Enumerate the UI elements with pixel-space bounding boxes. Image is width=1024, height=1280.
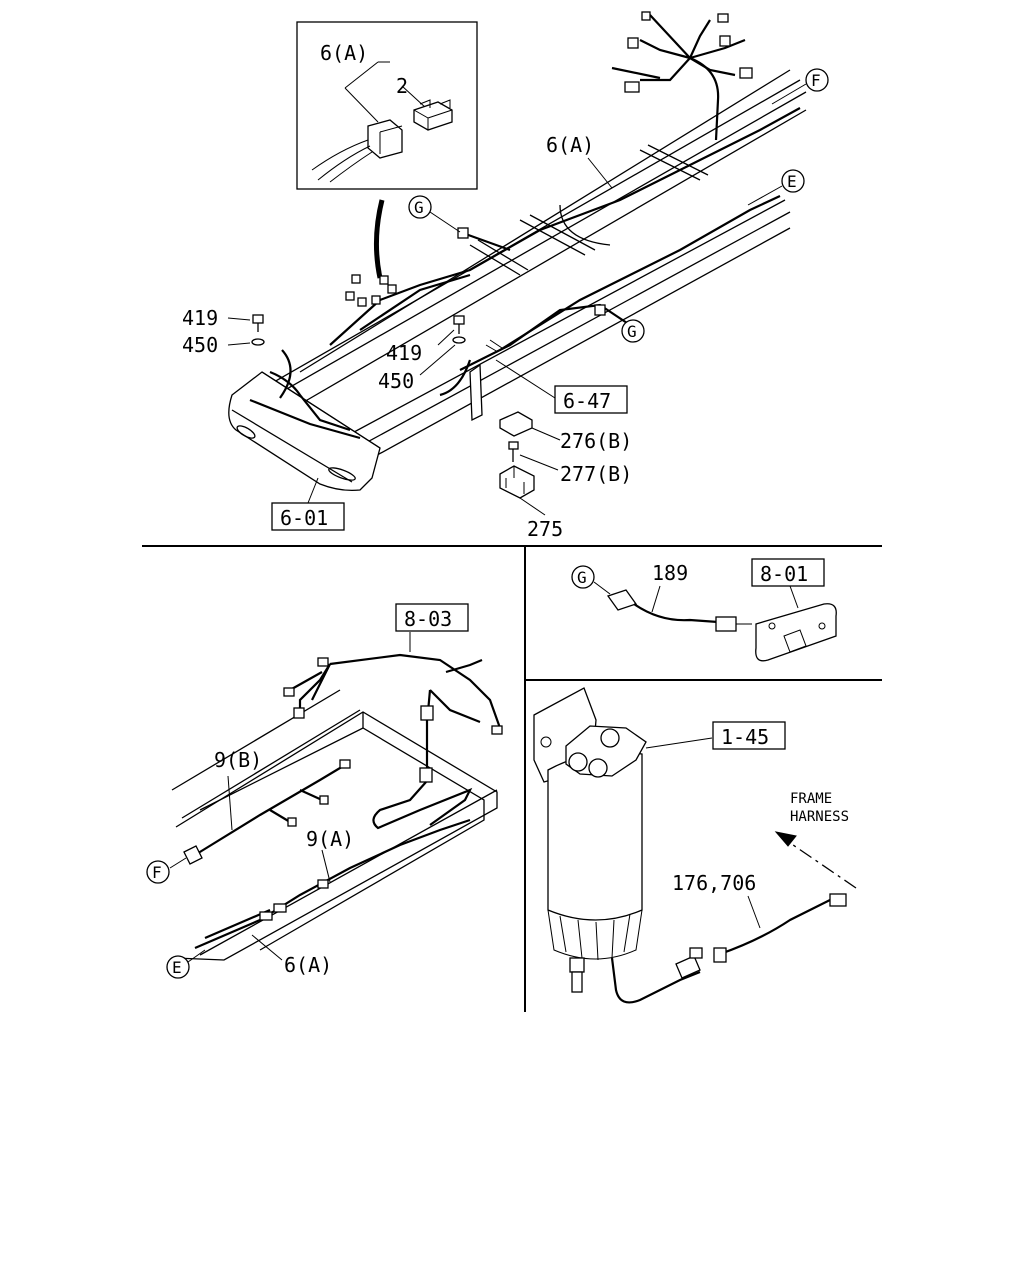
chassis-frame bbox=[259, 69, 807, 471]
ref-8-03: 8-03 bbox=[404, 607, 452, 631]
part-275-block bbox=[499, 465, 546, 516]
callout-circle-g-upper bbox=[408, 195, 432, 219]
callout-circle-e-bottom bbox=[166, 955, 190, 979]
label-9b: 9(B) bbox=[214, 748, 262, 772]
callout-f-bottom: F bbox=[152, 863, 162, 882]
harness-9b bbox=[183, 759, 351, 865]
ref-8-01: 8-01 bbox=[760, 562, 808, 586]
inset-pointer-arc bbox=[373, 199, 385, 279]
label-276b: 276(B) bbox=[560, 429, 632, 453]
inset-connector-drawing bbox=[311, 61, 453, 183]
label-189: 189 bbox=[652, 561, 688, 585]
label-419-left: 419 bbox=[182, 306, 218, 330]
callout-g-upper: G bbox=[414, 198, 424, 217]
label-450-left: 450 bbox=[182, 333, 218, 357]
callout-circle-f bbox=[805, 68, 829, 92]
label-176-706: 176,706 bbox=[672, 871, 756, 895]
callout-e: E bbox=[787, 172, 797, 191]
section-dividers bbox=[142, 545, 882, 1012]
label-9a: 9(A) bbox=[306, 827, 354, 851]
label-6a-bottom: 6(A) bbox=[284, 953, 332, 977]
label-450-mid: 450 bbox=[378, 369, 414, 393]
harness-176-706 bbox=[675, 893, 847, 979]
front-bumper bbox=[228, 371, 381, 492]
ref-box-6-01 bbox=[271, 502, 345, 531]
part-277b-screw bbox=[508, 441, 559, 471]
label-275: 275 bbox=[527, 517, 563, 541]
bolt-washer-mid bbox=[419, 315, 466, 376]
harness-9a-6a bbox=[194, 818, 471, 961]
part-276b-cover bbox=[499, 411, 561, 441]
frame-harness-wires bbox=[249, 11, 801, 440]
ref-6-47: 6-47 bbox=[563, 389, 611, 413]
ref-box-6-47 bbox=[554, 385, 628, 414]
fuel-filter-assembly: 1-45 FRAME HARNESS 176,706 bbox=[533, 687, 857, 1004]
callout-circle-g-right bbox=[621, 319, 645, 343]
leader-6a bbox=[587, 157, 613, 189]
label-419-mid: 419 bbox=[386, 341, 422, 365]
bracket-assembly bbox=[469, 339, 556, 422]
bottom-left-harness-assembly: 8-03 9(B) F 9(A) 6(A) bbox=[146, 603, 503, 979]
callout-g-lamp: G bbox=[577, 568, 587, 587]
callout-circle-f-bottom bbox=[146, 860, 170, 884]
frame-harness-label-line1: FRAME bbox=[790, 791, 832, 807]
connector-inset-box bbox=[296, 21, 478, 190]
inset-label-2: 2 bbox=[396, 74, 408, 98]
lamp-wire bbox=[606, 585, 752, 632]
harness-8-03 bbox=[283, 653, 503, 830]
callout-circle-e bbox=[781, 169, 805, 193]
label-6a: 6(A) bbox=[546, 133, 594, 157]
callout-circle-g-lamp bbox=[571, 565, 595, 589]
ref-box-8-01 bbox=[751, 558, 825, 587]
inset-label-6a: 6(A) bbox=[320, 41, 368, 65]
frame-box bbox=[171, 689, 498, 961]
frame-harness-pointer bbox=[779, 835, 857, 889]
callout-g-right: G bbox=[627, 322, 637, 341]
ref-1-45: 1-45 bbox=[721, 725, 769, 749]
frame-harness-label-line2: HARNESS bbox=[790, 809, 849, 825]
label-277b: 277(B) bbox=[560, 462, 632, 486]
fuel-filter bbox=[533, 687, 713, 1004]
top-frame-assembly: 6(A) 2 bbox=[182, 11, 829, 541]
bolt-washer-left bbox=[227, 314, 265, 346]
lamp-assembly: G 189 8-01 bbox=[571, 558, 837, 662]
callout-f: F bbox=[811, 71, 821, 90]
ref-box-1-45 bbox=[712, 721, 786, 750]
ref-6-01: 6-01 bbox=[280, 506, 328, 530]
callout-e-bottom: E bbox=[172, 958, 182, 977]
marker-lamp bbox=[755, 585, 837, 662]
ref-box-8-03 bbox=[395, 603, 469, 632]
